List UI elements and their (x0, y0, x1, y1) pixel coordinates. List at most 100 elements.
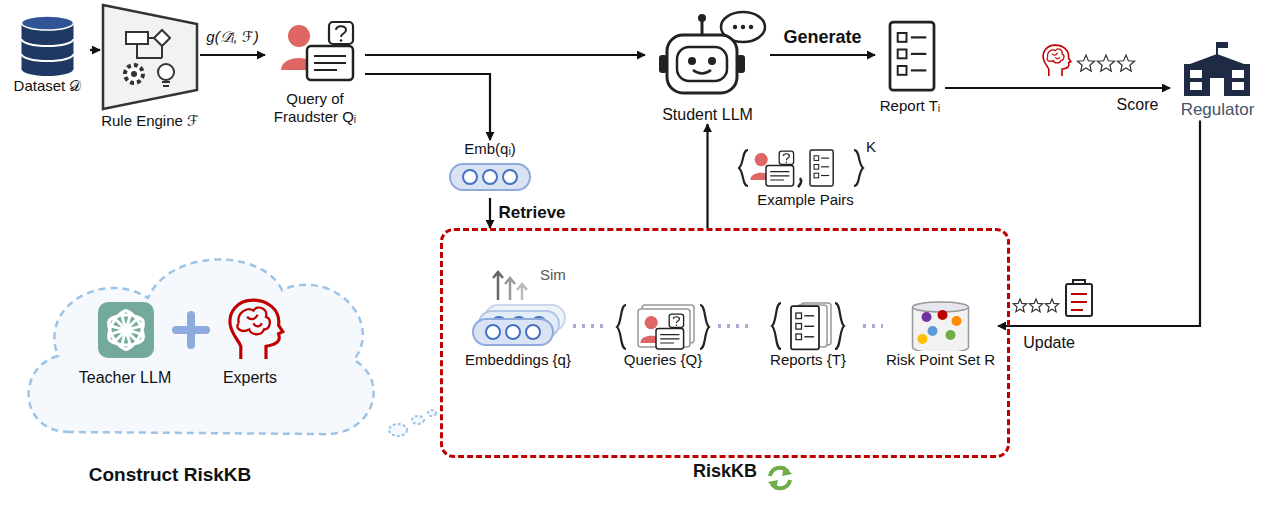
report-icon (810, 150, 833, 186)
teacher-llm-logo (98, 302, 154, 358)
text-line (821, 158, 829, 159)
cloud-text: Experts (200, 368, 300, 387)
flow-arrow (770, 54, 875, 56)
question-dot (676, 325, 678, 327)
building-roof (1190, 54, 1244, 64)
embeddings-store-drawing (463, 301, 573, 351)
construct-cloud: Teacher LLMExpertsConstruct RiskKB (10, 232, 390, 502)
cylinder-body (913, 307, 969, 347)
document (791, 306, 819, 349)
student-llm-drawing (645, 5, 770, 105)
fraudster-icon (281, 22, 353, 80)
fraudster-icon (750, 151, 793, 186)
question-symbol (783, 154, 789, 160)
door (1210, 78, 1224, 96)
rule-engine-drawing (100, 2, 200, 112)
speech-bubble (307, 46, 353, 80)
text-line (911, 36, 926, 38)
question-symbol (336, 26, 346, 37)
question-dot (340, 39, 343, 42)
flow-arrow (200, 54, 265, 56)
text-line (821, 166, 829, 167)
checkbox (898, 33, 907, 42)
star-icon (1029, 299, 1042, 312)
riskkb-box: RiskKBEmbeddings {q}Queries {Q}Reports {… (440, 228, 1010, 458)
thought-bubble (412, 416, 424, 424)
brain-icon (1043, 45, 1071, 76)
gear-icon (125, 65, 143, 83)
edge-label: g(𝒟̃ᵢ, ℱ) (204, 28, 260, 46)
node-label: Query of Fraudster Qᵢ (265, 90, 365, 126)
edge-label: Example Pairs (755, 191, 856, 209)
robot-eye (708, 57, 716, 65)
plus-sign (176, 315, 206, 345)
dotted-link (573, 324, 608, 328)
embeddings-store: Embeddings {q} (463, 301, 573, 369)
dotted-link (718, 324, 753, 328)
student-llm: Student LLM (645, 5, 770, 124)
window (1190, 70, 1202, 78)
node-label: Student LLM (645, 105, 770, 124)
flag (1217, 42, 1228, 48)
brain-curls (1047, 49, 1064, 63)
text-line (804, 336, 814, 337)
checkbox (814, 165, 819, 170)
risk-point (946, 330, 956, 340)
speech-bubble (656, 329, 684, 349)
embedding-cell (483, 170, 497, 184)
checkbox (898, 66, 907, 75)
embedding-cell (486, 325, 500, 339)
embedding-cell (526, 325, 540, 339)
report-icon (890, 22, 934, 90)
node-label: Embeddings {q} (463, 351, 573, 369)
bubble-lines (770, 172, 789, 180)
checkbox (898, 50, 907, 59)
queries-store: Queries {Q} (608, 301, 718, 369)
bulb-icon (158, 64, 174, 80)
star-icon (1077, 55, 1094, 71)
antenna (701, 21, 704, 35)
brace-symbol (700, 305, 709, 349)
person-head (645, 316, 658, 329)
chat-dot (749, 25, 753, 29)
text-line (911, 69, 926, 71)
report-icon: Report Tᵢ (875, 12, 945, 115)
queries-store-drawing (608, 301, 718, 351)
robot-ear (659, 55, 667, 73)
brace-symbol (617, 305, 626, 349)
robot-smile (693, 70, 711, 74)
bubble-lines (660, 335, 679, 343)
flow-arrow (489, 198, 491, 228)
speech-bubble (766, 166, 794, 186)
text-line (804, 315, 814, 316)
embedding-cell (463, 170, 477, 184)
checkbox (796, 324, 802, 330)
query-embedding: Emb(qᵢ) (440, 140, 540, 198)
text-line (911, 53, 926, 55)
robot-head (667, 35, 737, 93)
similarity-arrow (517, 284, 527, 300)
rule-engine-shape (103, 5, 197, 109)
flow-arrow (998, 120, 1200, 326)
logo-petal (105, 308, 134, 344)
rating-lines (1071, 294, 1087, 310)
edge-label: Retrieve (496, 203, 567, 223)
risk-point (952, 316, 962, 326)
node-label: Dataset 𝒟 (5, 77, 90, 95)
thought-bubble (428, 410, 436, 416)
dataset-icon: Dataset 𝒟 (5, 15, 90, 95)
node-label: Report Tᵢ (875, 97, 945, 115)
question-symbol (673, 317, 679, 323)
chat-dot (741, 25, 745, 29)
antenna-tip (698, 14, 706, 22)
database-band (22, 39, 74, 46)
edge-label: Generate (781, 27, 863, 49)
brace-symbol (854, 150, 863, 186)
edge-label: Update (1021, 333, 1077, 352)
cloud-shape (10, 232, 390, 447)
person-head (288, 25, 310, 47)
example-pairs-icon (739, 150, 863, 187)
risk-point (928, 326, 938, 336)
database-band (22, 54, 74, 61)
brain-curls (237, 308, 269, 335)
